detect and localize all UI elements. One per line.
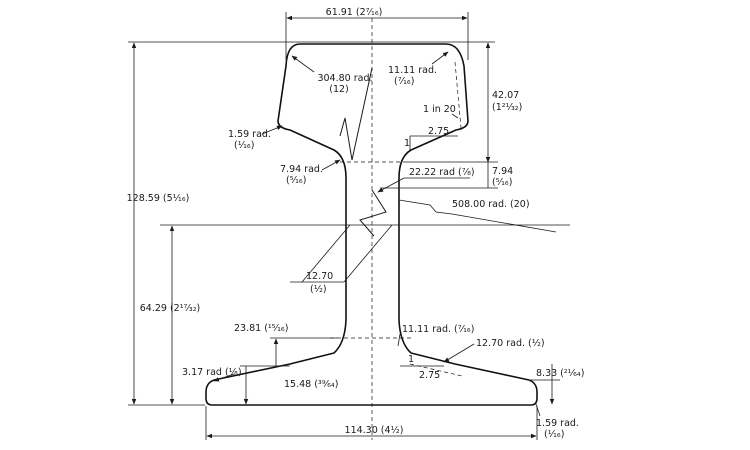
toe-radius-label: 3.17 rad (¹⁄₈) xyxy=(182,367,242,378)
head-edge-radius-leader xyxy=(261,125,283,135)
web-side-radius-leader xyxy=(398,199,557,233)
crown-radius-leader xyxy=(291,55,315,73)
fillet-radius-label-b: (⁵⁄₁₆) xyxy=(286,175,306,186)
corner-radius-label-b: (⁷⁄₁₆) xyxy=(394,76,414,87)
web-thickness-label-b: (¹⁄₂) xyxy=(310,284,327,295)
head-edge-radius-label-b: (¹⁄₁₆) xyxy=(234,140,254,151)
rail-profile-outline xyxy=(205,43,538,406)
head-offset-label: 2.75 xyxy=(428,126,449,137)
base-width-label: 114.30 (4¹⁄₂) xyxy=(345,425,404,436)
head-edge-radius-label-a: 1.59 rad. xyxy=(228,129,271,140)
web-radius-arrow xyxy=(377,177,405,193)
crown-radius-label-a: 304.80 rad. xyxy=(317,73,372,84)
head-slope-mark: 1 xyxy=(404,138,410,149)
crown-radius-line xyxy=(339,67,373,161)
web-break-line xyxy=(359,189,387,237)
fillet-radius-leader xyxy=(321,159,341,171)
head-width-label: 61.91 (2⁷⁄₁₆) xyxy=(326,7,383,18)
web-construction-2 xyxy=(343,224,393,283)
foot-corner-radius-label: 11.11 rad. (⁷⁄₁₆) xyxy=(402,324,474,335)
foot-fillet-radius-label: 12.70 rad. (¹⁄₂) xyxy=(476,338,545,349)
foot-slope-mark: 1 xyxy=(408,354,414,365)
foot-corner-radius-leader xyxy=(397,333,401,347)
crown-radius-label-b: (12) xyxy=(329,84,349,95)
head-depth-label-a: 42.07 xyxy=(492,90,519,101)
base-edge-radius-label-a: 1.59 rad. xyxy=(536,418,579,429)
head-depth-label-b: (1²¹⁄₃₂) xyxy=(492,102,522,113)
web-gap-label-a: 7.94 xyxy=(492,166,513,177)
toe-height-label: 8.33 (²¹⁄₆₄) xyxy=(536,368,584,379)
base-edge-radius-label-b: (¹⁄₁₆) xyxy=(544,429,564,440)
head-slope-guide xyxy=(454,61,462,129)
foot-depth-label: 15.48 (³⁹⁄₆₄) xyxy=(284,379,338,390)
corner-radius-leader xyxy=(431,51,449,65)
total-height-label: 128.59 (5¹⁄₁₆) xyxy=(127,193,190,204)
web-thickness-label-a: 12.70 xyxy=(306,271,333,282)
web-construction-1 xyxy=(301,224,351,283)
web-gap-label-b: (⁵⁄₁₆) xyxy=(492,177,512,188)
base-height-label: 64.29 (2¹⁷⁄₃₂) xyxy=(140,303,201,314)
head-slope-leader xyxy=(451,113,459,119)
foot-fillet-radius-leader xyxy=(443,343,475,363)
web-radius-label: 22.22 rad (⁷⁄₈) xyxy=(409,167,475,178)
foot-offset-label: 2.75 xyxy=(419,370,440,381)
web-side-radius-label: 508.00 rad. (20) xyxy=(452,199,530,210)
foot-rise-label: 23.81 (¹⁵⁄₁₆) xyxy=(234,323,288,334)
head-slope-label: 1 in 20 xyxy=(423,104,456,115)
toe-radius-leader xyxy=(213,373,235,382)
fillet-radius-label-a: 7.94 rad. xyxy=(280,164,323,175)
corner-radius-label-a: 11.11 rad. xyxy=(388,65,437,76)
